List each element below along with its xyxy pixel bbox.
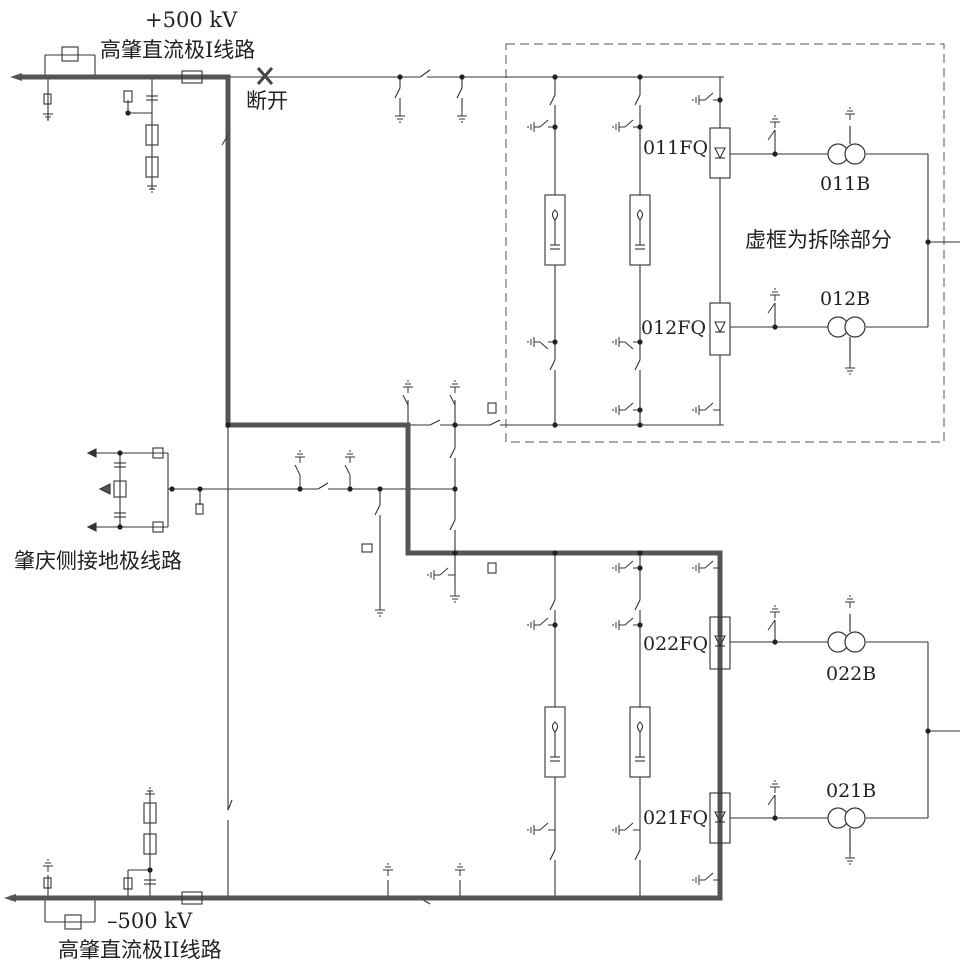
pole1-line-label: 高肇直流极I线路 (100, 38, 255, 62)
transformer-011b-label: 011B (820, 173, 870, 195)
transformer-012b-label: 012B (820, 288, 870, 310)
filter-stacks (544, 194, 651, 778)
thin-wiring (20, 54, 960, 923)
removed-area-box (505, 43, 945, 443)
wave-traps (61, 46, 203, 930)
grounding-switches (294, 92, 776, 881)
transformer-022b-label: 022B (826, 663, 876, 685)
valve-012fq-label: 012FQ (641, 317, 706, 339)
valve-022fq-label: 022FQ (643, 633, 708, 655)
disconnect-x-icon (256, 67, 274, 85)
junction-dots (117, 74, 931, 873)
pole2-line-label: 高肇直流极II线路 (58, 938, 222, 962)
electrode-line-label: 肇庆侧接地极线路 (14, 549, 182, 573)
pole1-voltage-label: +500 kV (145, 8, 238, 32)
valve-011fq-label: 011FQ (643, 137, 708, 159)
bottom-left-filter (43, 802, 157, 890)
electrode-components (86, 402, 497, 574)
removed-area-note: 虚框为拆除部分 (745, 228, 892, 252)
transformer-021b-label: 021B (826, 780, 876, 802)
disconnect-label: 断开 (246, 89, 288, 113)
pole2-voltage-label: –500 kV (107, 909, 193, 933)
top-left-filter (43, 90, 159, 178)
current-path (10, 74, 723, 901)
converter-transformers (827, 126, 866, 852)
converter-valves (709, 127, 731, 844)
valve-021fq-label: 021FQ (643, 807, 708, 829)
